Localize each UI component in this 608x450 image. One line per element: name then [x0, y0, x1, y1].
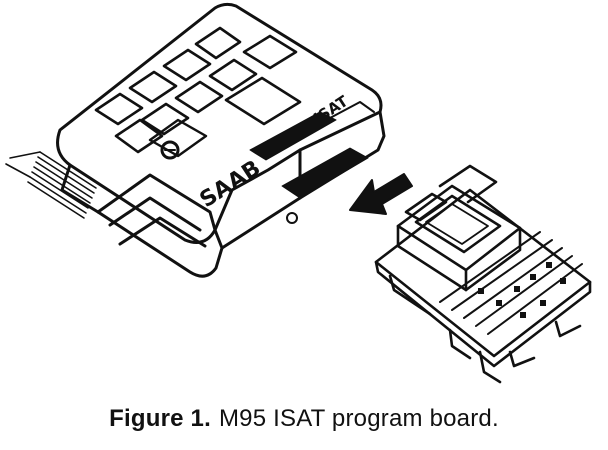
program-slot-lower	[281, 147, 369, 199]
screw-lower	[286, 212, 298, 224]
control-unit-front-wall	[60, 163, 224, 278]
program-board	[374, 164, 592, 384]
control-unit-right-wall	[220, 110, 386, 250]
pin-rows	[439, 231, 583, 335]
figure-number: Figure 1.	[109, 405, 211, 432]
vent-ribs	[5, 151, 97, 219]
board-components	[478, 262, 566, 318]
device-brand-mark: SAAB	[196, 156, 266, 213]
insert-arrow-icon	[349, 173, 413, 215]
control-unit: SAAB ISAT	[5, 2, 386, 278]
control-unit-top-face	[56, 2, 383, 244]
figure-caption-text: M95 ISAT program board.	[218, 405, 499, 432]
program-slot-upper	[249, 111, 337, 161]
top-recesses	[94, 26, 302, 154]
figure-caption: Figure 1. M95 ISAT program board.	[0, 405, 608, 433]
mount-screw	[160, 140, 180, 160]
